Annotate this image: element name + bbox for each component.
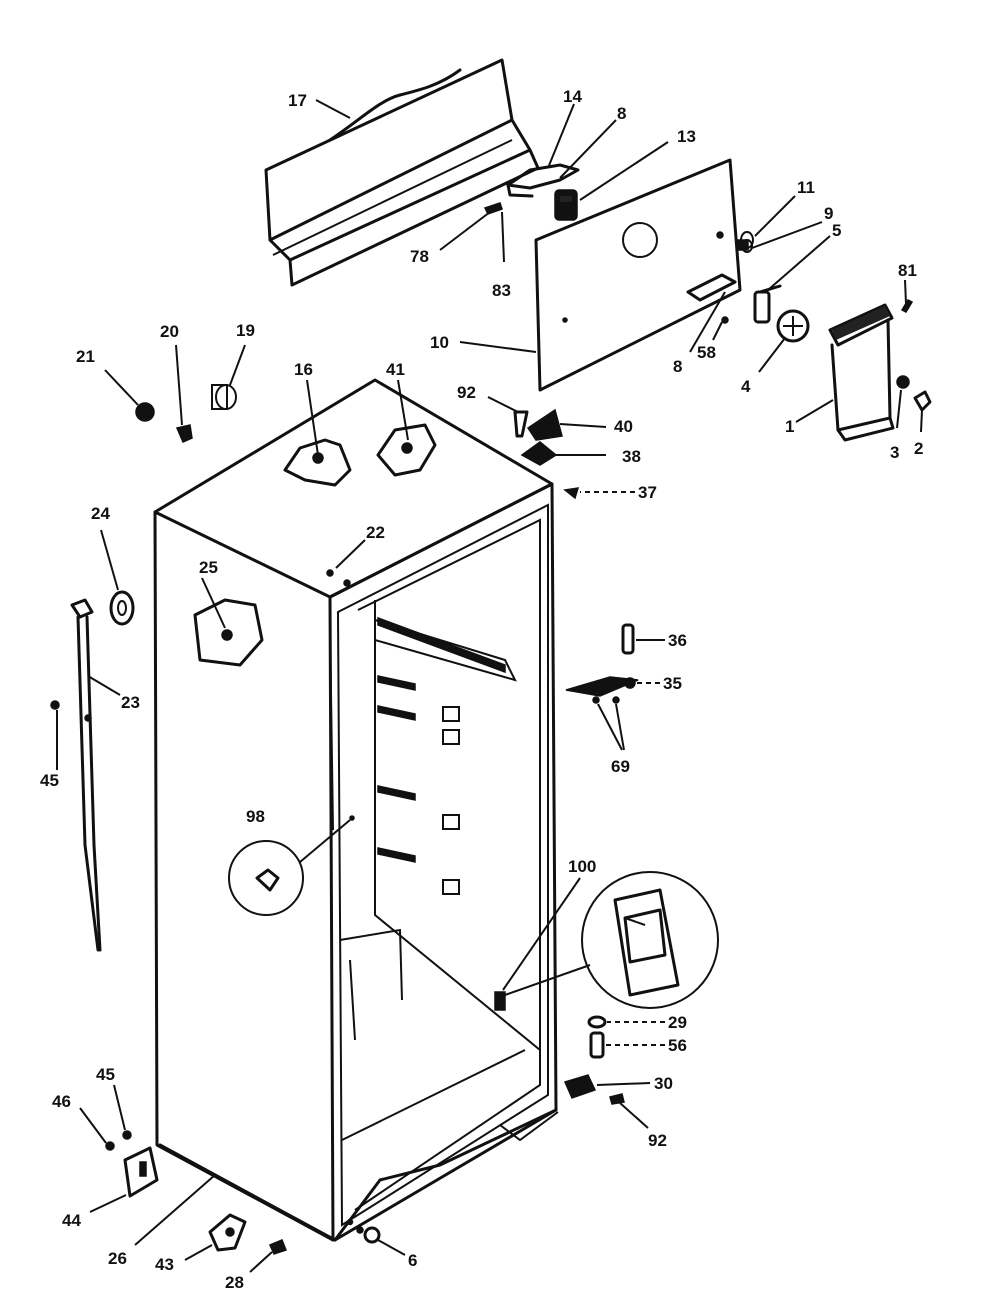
callout-17: 17 [288,91,307,110]
callout-92-bottom: 92 [648,1131,667,1150]
part-24-grommet [109,590,135,626]
callout-45-upper: 45 [40,771,59,790]
part-100-detail [494,871,719,1011]
callout-19: 19 [236,321,255,340]
callout-56: 56 [668,1036,687,1055]
part-45-screw-lower [122,1130,132,1140]
callout-4: 4 [741,377,751,396]
callout-9: 9 [824,204,833,223]
part-56-pin [589,1031,605,1059]
part-35-hinge [565,676,639,697]
callout-38: 38 [622,447,641,466]
callout-98: 98 [246,807,265,826]
part-22-screw [326,569,351,587]
callout-83: 83 [492,281,511,300]
part-6-leveler [346,1218,381,1244]
callout-81: 81 [898,261,917,280]
callout-29: 29 [668,1013,687,1032]
callout-labels: 17 14 8 13 11 9 5 81 78 83 10 8 58 4 1 3… [40,87,923,1292]
part-28-screw [269,1239,287,1255]
callout-23: 23 [121,693,140,712]
callout-45-lower: 45 [96,1065,115,1084]
part-1-light-shield [828,303,895,442]
callout-28: 28 [225,1273,244,1292]
part-4-lens [776,309,810,343]
callout-1: 1 [785,417,794,436]
part-17-top-trim [264,58,540,287]
callout-13: 13 [677,127,696,146]
callout-40: 40 [614,417,633,436]
callout-20: 20 [160,322,179,341]
callout-37: 37 [638,483,657,502]
part-20-clip [175,424,193,443]
callout-26: 26 [108,1249,127,1268]
part-58-screw [721,316,729,324]
part-98-detail [228,815,355,916]
callout-46: 46 [52,1092,71,1111]
part-25-cutout [193,598,264,667]
callout-78: 78 [410,247,429,266]
part-2-cap [913,390,932,412]
part-92-screw-top [513,410,529,438]
leader-lines [56,99,923,1273]
part-23-arm [70,598,102,952]
callout-30: 30 [654,1074,673,1093]
part-38-hinge [520,441,558,466]
part-29-washer [587,1015,607,1029]
callout-6: 6 [408,1251,417,1270]
part-36-pin [621,623,635,655]
part-30-hinge [563,1074,597,1099]
callout-3: 3 [890,443,899,462]
part-13-switch [554,189,578,221]
part-40-hinge-cover [526,408,563,441]
callout-10: 10 [430,333,449,352]
callout-69: 69 [611,757,630,776]
part-46-screw [105,1141,115,1151]
callout-24: 24 [91,504,110,523]
part-9-bulb [737,239,753,253]
part-19-spacer [211,384,237,410]
callout-92-top: 92 [457,383,476,402]
part-69-screws [592,696,620,704]
part-81-screw [900,299,914,313]
cabinet-shelf-bars [377,616,506,895]
callout-8-upper: 8 [617,104,626,123]
part-21-nut [135,402,155,422]
part-3-nut [896,375,910,389]
callout-100: 100 [568,857,596,876]
callout-11: 11 [797,178,815,197]
callout-41: 41 [386,360,405,379]
callout-25: 25 [199,558,218,577]
part-44-bracket [123,1146,159,1198]
callout-43: 43 [155,1255,174,1274]
callout-21: 21 [76,347,95,366]
part-45-screw-upper [50,700,60,710]
cabinet-body [153,378,559,1242]
callout-14: 14 [563,87,582,106]
callout-5: 5 [832,221,841,240]
callout-36: 36 [668,631,687,650]
part-78-screw [483,202,503,215]
part-43-bracket [208,1213,247,1252]
part-41-cutout [376,423,437,477]
part-5-socket [753,284,782,324]
part-92-screw-bottom [609,1093,625,1105]
callout-2: 2 [914,439,923,458]
callout-35: 35 [663,674,682,693]
part-14-bracket [506,163,580,198]
part-37-screw [563,487,580,500]
part-10-control-panel [534,158,742,392]
callout-8-lower: 8 [673,357,682,376]
callout-16: 16 [294,360,313,379]
callout-58: 58 [697,343,716,362]
callout-44: 44 [62,1211,81,1230]
callout-22: 22 [366,523,385,542]
